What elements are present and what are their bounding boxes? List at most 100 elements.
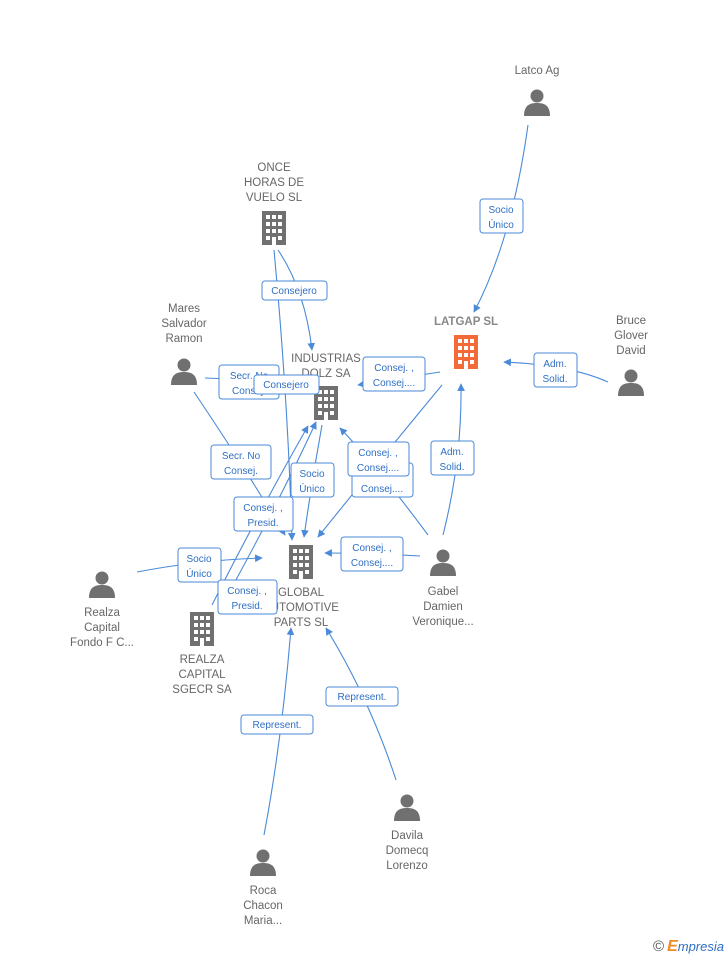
edge-label-line: Represent.: [338, 692, 387, 703]
nodes: Latco Ag ONCE HORAS DE VUELO SL LATGAP S…: [70, 65, 648, 927]
person-icon: [89, 571, 115, 598]
edge-label-adm-solid-gabel[interactable]: Adm. Solid.: [430, 440, 475, 476]
node-mares[interactable]: Mares Salvador Ramon: [161, 303, 207, 385]
node-label-line: Domecq: [386, 845, 429, 857]
edge-label-consej-presid-1[interactable]: Consej. , Presid.: [233, 496, 294, 532]
node-label-line: Chacon: [243, 900, 283, 912]
edge-label-line: Consej. ,: [352, 543, 391, 554]
node-label-line: Realza: [84, 607, 120, 619]
node-label-line: PARTS SL: [274, 617, 329, 629]
edge-label-line: Adm.: [440, 447, 463, 458]
node-label-line: Mares: [168, 303, 200, 315]
edge-label-line: Consej. ,: [227, 586, 266, 597]
person-icon: [171, 358, 197, 385]
node-label-line: ONCE: [257, 162, 291, 174]
edge-label-line: Consejero: [263, 380, 309, 391]
node-label-line: Davila: [391, 830, 424, 842]
edge-label-represent-davila[interactable]: Represent.: [325, 686, 399, 707]
node-label-line: Gabel: [428, 586, 459, 598]
copyright-symbol: ©: [653, 938, 665, 955]
node-label-line: LATGAP SL: [434, 316, 498, 328]
node-label-line: VUELO SL: [246, 192, 303, 204]
edge-label-line: Secr. No: [222, 451, 261, 462]
edge-label-line: Solid.: [542, 374, 567, 385]
edge-label-consejero-once[interactable]: Consejero: [261, 280, 328, 301]
node-label-line: Damien: [423, 601, 463, 613]
edge-label-line: Socio: [488, 205, 513, 216]
node-davila[interactable]: Davila Domecq Lorenzo: [386, 794, 429, 873]
edge-roca-global: [263, 627, 295, 836]
edge-label-adm-solid-bruce[interactable]: Adm. Solid.: [533, 352, 578, 388]
edge-label-secr-no-mares-global[interactable]: Secr. No Consej.: [210, 444, 272, 480]
node-realza-fondo[interactable]: Realza Capital Fondo F C...: [70, 571, 134, 650]
person-icon: [430, 549, 456, 576]
edge-label-represent-roca[interactable]: Represent.: [240, 714, 314, 735]
edge-label-line: Consej....: [361, 484, 403, 495]
edge-label-line: Socio: [299, 469, 324, 480]
edge-label-consej-mid-1[interactable]: Consej. , Consej....: [347, 441, 410, 477]
node-roca[interactable]: Roca Chacon Maria...: [243, 849, 283, 928]
edge-label-socio-unico-realza[interactable]: Socio Único: [177, 547, 222, 583]
node-label-line: Ramon: [165, 333, 202, 345]
edge-label-line: Presid.: [247, 518, 278, 529]
building-icon: [454, 335, 478, 369]
edge-label-line: Consej.: [224, 466, 258, 477]
edge-label-line: Presid.: [231, 601, 262, 612]
edge-label-line: Consej....: [357, 463, 399, 474]
node-once-horas[interactable]: ONCE HORAS DE VUELO SL: [244, 162, 304, 245]
edge-label-line: Consej....: [373, 378, 415, 389]
node-latgap[interactable]: LATGAP SL: [434, 316, 498, 369]
building-icon: [262, 211, 286, 245]
node-label-line: CAPITAL: [178, 669, 226, 681]
edge-label-line: Represent.: [253, 720, 302, 731]
edge-label-line: Consej. ,: [374, 363, 413, 374]
edge-label-line: Consejero: [271, 286, 317, 297]
node-global[interactable]: GLOBAL AUTOMOTIVE PARTS SL: [263, 545, 339, 629]
person-icon: [618, 369, 644, 396]
edge-label-consejero-industrias[interactable]: Consejero: [253, 374, 320, 395]
brand-name: mpresia: [677, 939, 724, 954]
node-label-line: SGECR SA: [172, 684, 232, 696]
node-latco[interactable]: Latco Ag: [515, 65, 560, 116]
edge-labels: Socio Único Adm. Solid. Consejero Secr. …: [177, 198, 578, 735]
building-icon: [289, 545, 313, 579]
edge-label-consej-gabel-global[interactable]: Consej. , Consej....: [340, 536, 404, 572]
edge-label-socio-unico-industrias[interactable]: Socio Único: [290, 462, 335, 498]
node-label-line: Fondo F C...: [70, 637, 134, 649]
edge-label-line: Consej. ,: [243, 503, 282, 514]
edge-label-line: Único: [186, 567, 212, 580]
edge-label-line: Único: [488, 218, 514, 231]
empresia-logo[interactable]: ©Empresia: [653, 938, 724, 956]
node-label-line: Salvador: [161, 318, 207, 330]
node-label-line: Maria...: [244, 915, 282, 927]
node-label-line: INDUSTRIAS: [291, 353, 361, 365]
edge-label-socio-unico-latco[interactable]: Socio Único: [479, 198, 524, 234]
edge-label-line: Adm.: [543, 359, 566, 370]
node-realza-sgecr[interactable]: REALZA CAPITAL SGECR SA: [172, 612, 232, 696]
edge-label-line: Consej....: [351, 558, 393, 569]
node-label-line: AUTOMOTIVE: [263, 602, 339, 614]
person-icon: [524, 89, 550, 116]
node-label-line: Roca: [250, 885, 277, 897]
edge-label-line: Solid.: [439, 462, 464, 473]
person-icon: [250, 849, 276, 876]
node-label-line: David: [616, 345, 645, 357]
edge-label-line: Consej. ,: [358, 448, 397, 459]
edge-label-line: Socio: [186, 554, 211, 565]
brand-initial: E: [667, 938, 678, 955]
node-label-line: Glover: [614, 330, 648, 342]
node-bruce[interactable]: Bruce Glover David: [614, 315, 648, 396]
edge-label-line: Único: [299, 482, 325, 495]
node-label-line: Lorenzo: [386, 860, 428, 872]
node-label-line: GLOBAL: [278, 587, 325, 599]
edge-label-consej-presid-2[interactable]: Consej. , Presid.: [217, 579, 278, 615]
node-gabel[interactable]: Gabel Damien Veronique...: [412, 549, 474, 629]
edge-label-consej-latgap-industrias[interactable]: Consej. , Consej....: [362, 356, 426, 392]
node-label-line: Bruce: [616, 315, 646, 327]
node-label-line: HORAS DE: [244, 177, 304, 189]
node-label-line: Latco Ag: [515, 65, 560, 77]
node-label-line: Capital: [84, 622, 120, 634]
edge-label-line: Consej.: [232, 386, 266, 397]
node-label-line: REALZA: [180, 654, 225, 666]
